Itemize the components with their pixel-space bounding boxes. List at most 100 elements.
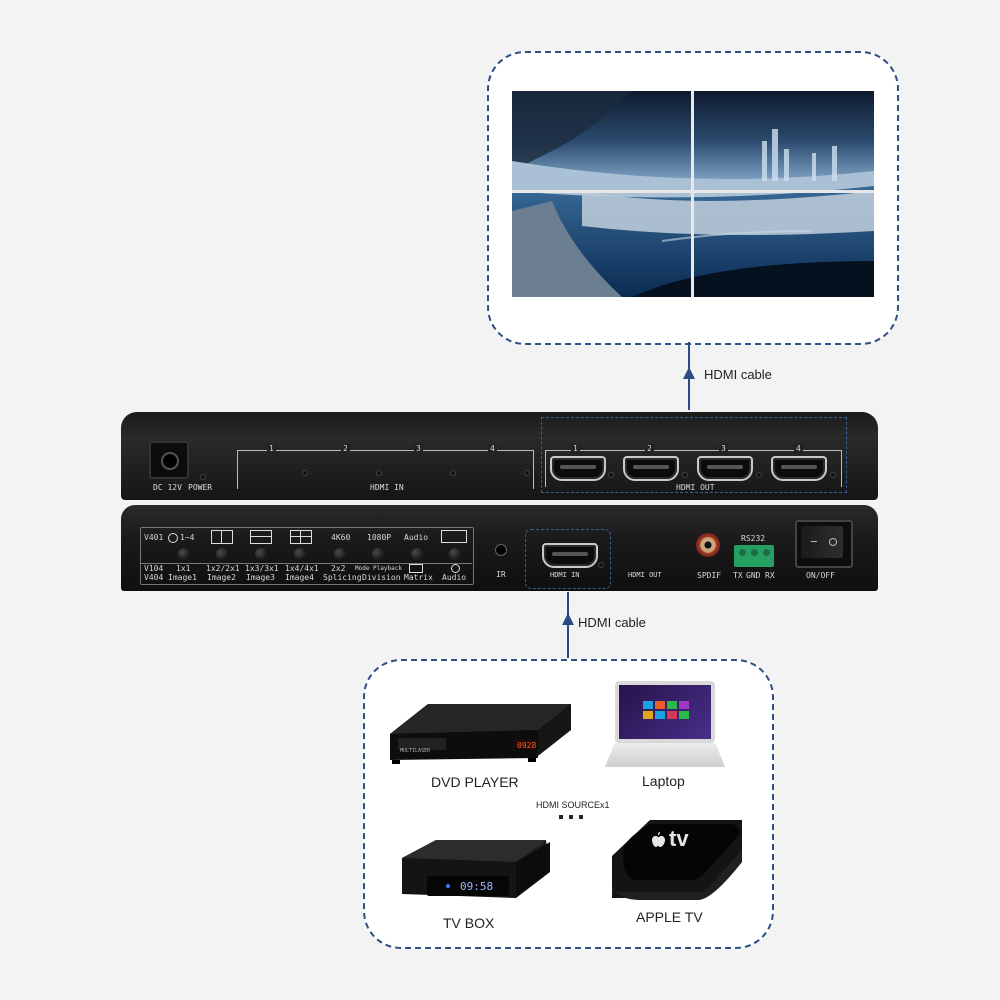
- rs232-rx: RX: [765, 571, 775, 580]
- tvbox-label: TV BOX: [443, 915, 495, 931]
- rs232-label: RS232: [741, 534, 766, 543]
- rear-hdmi-out-label: HDMI OUT: [676, 483, 715, 492]
- in-led: [524, 470, 530, 476]
- v404-matrix: Matrix: [404, 573, 433, 582]
- tvbox-screen: [427, 876, 509, 896]
- in-led: [302, 470, 308, 476]
- out-led: [756, 472, 762, 478]
- rear-panel: [121, 412, 878, 500]
- dvd-brand: MULTILASER: [400, 748, 431, 754]
- front-hdmi-in-label: HDMI IN: [550, 571, 580, 579]
- icon-divider: [290, 536, 311, 537]
- out-port-2: 2: [645, 444, 654, 453]
- v104-label: V104: [144, 564, 164, 573]
- dc-label: DC 12V: [153, 483, 182, 492]
- ir-label: IR: [496, 570, 506, 579]
- hdmi-out-bracket: [545, 450, 842, 487]
- power-switch[interactable]: [795, 520, 853, 568]
- hdmi-out-port-3: [697, 456, 753, 481]
- in-port-2: 2: [341, 444, 350, 453]
- power-label: POWER: [188, 483, 213, 492]
- rs232-terminal: [734, 545, 774, 567]
- top-label-4k60: 4K60: [331, 533, 351, 542]
- spdif-port: [696, 533, 720, 557]
- out-led: [830, 472, 836, 478]
- v104-2x2: 2x2: [331, 564, 346, 573]
- out-led: [608, 472, 614, 478]
- dvd-player-icon: [390, 704, 571, 764]
- icon-divider: [250, 536, 271, 537]
- out-port-4: 4: [794, 444, 803, 453]
- input-cycle-icon: [168, 533, 178, 543]
- onoff-label: ON/OFF: [806, 571, 835, 580]
- v104-mode: Mode Playback: [355, 565, 402, 572]
- laptop-icon: [605, 681, 725, 771]
- out-led: [682, 472, 688, 478]
- top-label-1080p: 1080P: [367, 533, 392, 542]
- hdmi-in-bracket: [237, 450, 534, 489]
- dvd-display: 0928: [517, 741, 537, 750]
- v404-image3: Image3: [246, 573, 275, 582]
- in-port-1: 1: [267, 444, 276, 453]
- layout-1x3-icon: [250, 530, 272, 544]
- source-count-label: HDMI SOURCEx1: [536, 800, 610, 810]
- appletv-logo: tv: [669, 826, 689, 851]
- apple-tv-icon: [612, 820, 742, 900]
- bottom-cable-label: HDMI cable: [578, 615, 646, 630]
- front-hdmi-out-label: HDMI OUT: [628, 571, 662, 579]
- spdif-label: SPDIF: [697, 571, 722, 580]
- icon-divider: [221, 530, 222, 543]
- button-8[interactable]: [449, 548, 461, 560]
- dvd-label: DVD PLAYER: [431, 774, 519, 790]
- in-port-3: 3: [414, 444, 423, 453]
- v404-audio: Audio: [442, 573, 467, 582]
- in-port-4: 4: [488, 444, 497, 453]
- button-1[interactable]: [178, 548, 190, 560]
- power-led: [200, 474, 206, 480]
- range-label: 1~4: [180, 533, 195, 542]
- button-5[interactable]: [334, 548, 346, 560]
- tvbox-display: 09:58: [460, 880, 494, 893]
- hdmi-out-port-4: [771, 456, 827, 481]
- rs232-gnd: GND: [746, 571, 761, 580]
- button-3[interactable]: [255, 548, 267, 560]
- button-6[interactable]: [372, 548, 384, 560]
- appletv-label: APPLE TV: [636, 909, 703, 925]
- bottom-arrow-icon: [562, 613, 574, 625]
- audio-icon: [441, 530, 467, 543]
- v404-image2: Image2: [207, 573, 236, 582]
- in-led: [376, 470, 382, 476]
- hdmi-in-port: [542, 543, 598, 568]
- tvbox-led: [446, 884, 450, 888]
- hdmi-in-led: [598, 562, 604, 568]
- v104-1x2: 1x2/2x1: [206, 564, 240, 573]
- v404-splicing: Splicing: [323, 573, 362, 582]
- out-port-1: 1: [571, 444, 580, 453]
- ellipsis-dots: [559, 815, 585, 819]
- rs232-tx: TX: [733, 571, 743, 580]
- strip-divider: [140, 563, 472, 564]
- layout-1x4-icon: [290, 530, 312, 544]
- dc-jack: [149, 441, 189, 479]
- hdmi-in-highlight: [525, 529, 611, 589]
- matrix-icon: [409, 564, 423, 573]
- audio-timer-icon: [451, 564, 460, 573]
- rear-hdmi-in-label: HDMI IN: [370, 483, 404, 492]
- top-arrow-icon: [683, 367, 695, 379]
- top-cable-label: HDMI cable: [704, 367, 772, 382]
- hdmi-out-highlight: [541, 417, 847, 493]
- in-led: [450, 470, 456, 476]
- v104-1x1: 1x1: [176, 564, 191, 573]
- v404-division: Division: [362, 573, 401, 582]
- control-strip: [140, 527, 474, 585]
- button-2[interactable]: [216, 548, 228, 560]
- button-7[interactable]: [411, 548, 423, 560]
- v404-label: V404: [144, 573, 164, 582]
- v401-label: V401: [144, 533, 164, 542]
- v104-1x4: 1x4/4x1: [285, 564, 319, 573]
- v404-image4: Image4: [285, 573, 314, 582]
- v404-image1: Image1: [168, 573, 197, 582]
- out-port-3: 3: [719, 444, 728, 453]
- layout-1x2-icon: [211, 530, 233, 544]
- button-4[interactable]: [294, 548, 306, 560]
